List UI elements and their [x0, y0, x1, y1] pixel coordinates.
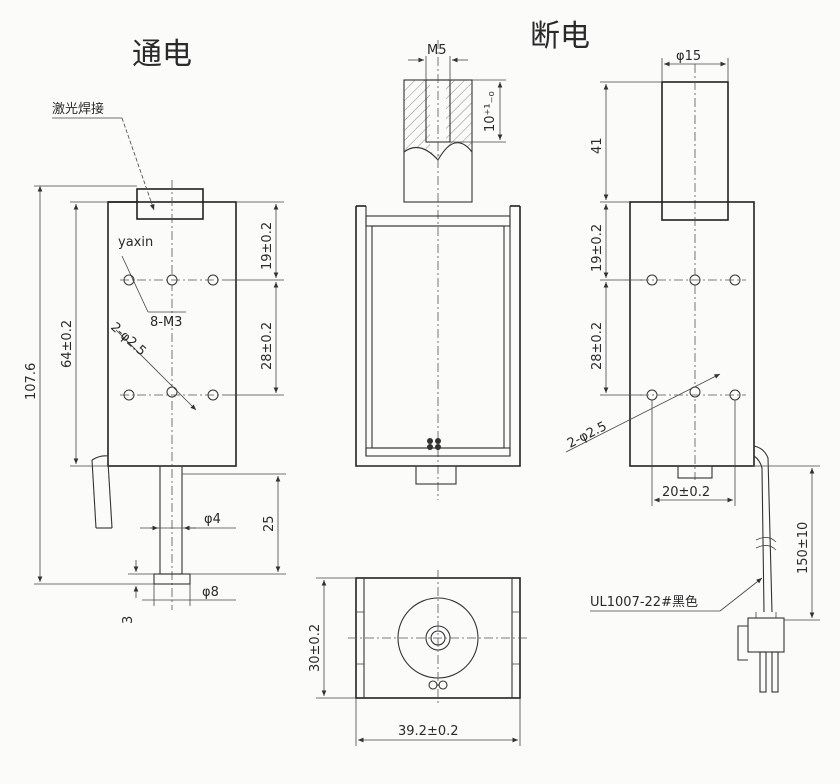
- dim-plunger-length: 25: [262, 515, 277, 532]
- connector: [747, 617, 785, 653]
- dim-stroke-length: 41: [590, 137, 605, 154]
- mount-hole: [166, 386, 178, 398]
- dim-bottom-width: 39.2±0.2: [398, 724, 459, 739]
- dim-top-dia: φ15: [676, 49, 701, 64]
- title-de-energized: 断电: [530, 19, 590, 54]
- dim-right-hole-spacing: 28±0.2: [590, 322, 605, 370]
- plunger-head: [153, 573, 191, 585]
- plunger-shaft: [159, 465, 183, 575]
- right-view: φ15 41 19±0.2 28±0.2 2-φ2.5 20±0.2: [565, 49, 820, 693]
- dim-head-dia: φ8: [202, 585, 219, 600]
- dim-top-to-hole: 19±0.2: [260, 222, 275, 270]
- label-holes-right: 2-φ2.5: [565, 419, 609, 452]
- dim-bottom-height: 30±0.2: [308, 624, 323, 672]
- dim-wire-length: 150±10: [796, 522, 811, 574]
- dim-hole-spacing: 28±0.2: [260, 322, 275, 370]
- dim-plunger-dia: φ4: [204, 512, 221, 527]
- dim-total-length: 107.6: [24, 363, 39, 400]
- plunger-bottom: [415, 465, 457, 485]
- dim-hole-center-width: 20±0.2: [662, 485, 710, 500]
- title-energized: 通电: [132, 37, 192, 72]
- left-view: 107.6 64±0.2 19±0.2 28±0.2 25 φ4 φ8: [24, 101, 286, 624]
- dim-body-length: 64±0.2: [60, 320, 75, 368]
- dim-head-thickness: 3: [121, 616, 136, 624]
- dim-thread-depth: 10⁺¹₋₀: [483, 91, 498, 132]
- dim-right-top-to-hole: 19±0.2: [590, 224, 605, 272]
- label-screw-holes: 8-M3: [150, 315, 182, 330]
- bottom-view: 30±0.2 39.2±0.2: [308, 570, 528, 746]
- dim-thread: M5: [427, 43, 447, 58]
- label-holes-left: 2-φ2.5: [107, 320, 148, 359]
- frame-body-right: [629, 201, 755, 467]
- label-brand: yaxin: [118, 235, 153, 250]
- middle-view: M5 10⁺¹₋₀: [355, 40, 521, 500]
- label-wire: UL1007-22#黑色: [590, 594, 698, 610]
- label-laser-weld: 激光焊接: [52, 101, 104, 117]
- weld-block: [136, 188, 204, 220]
